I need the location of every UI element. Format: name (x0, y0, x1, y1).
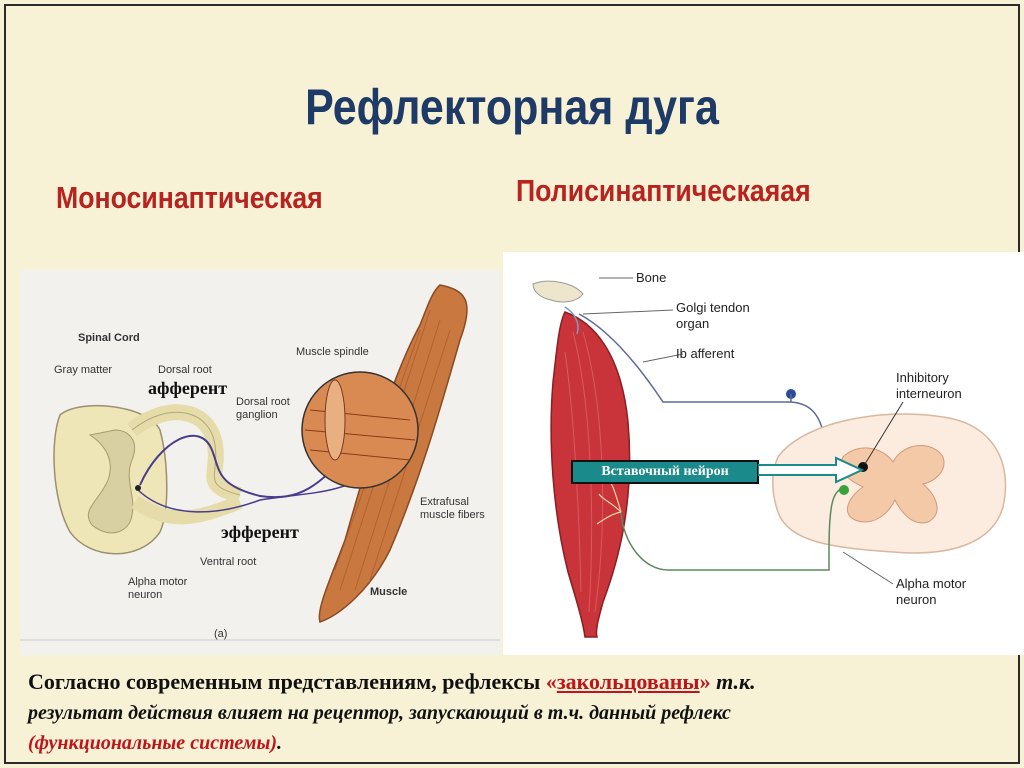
footer-line-3: (функциональные системы). (28, 728, 1003, 758)
spindle-magnifier (301, 371, 419, 489)
label-golgi-1: Golgi tendon (676, 300, 750, 315)
alpha-motor-efferent (620, 487, 844, 571)
polysynaptic-figure: Bone Golgi tendon organ Ib afferent Inhi… (503, 252, 1024, 655)
alpha-motor-soma (839, 485, 849, 495)
footer-line-2: результат действия влияет на рецептор, з… (28, 702, 731, 724)
label-dorsal-root: Dorsal root (158, 364, 212, 376)
footer-period: . (276, 732, 282, 754)
label-muscle-spindle: Muscle spindle (296, 346, 369, 358)
footer-quote-close: » (699, 669, 711, 694)
footer-keyword: закольцованы (556, 669, 700, 694)
interneuron-arrow (758, 456, 865, 484)
label-ib-afferent: Ib afferent (676, 346, 735, 361)
footer-quote-open: « (545, 669, 557, 694)
alpha-motor-soma (135, 485, 141, 491)
afferent-fiber (139, 434, 351, 499)
label-alpha-motor-1: Alpha motor (128, 576, 188, 588)
label-alpha-motor-2: neuron (896, 592, 937, 607)
footer-line-1-tail: т.к. (710, 669, 756, 694)
label-spinal-cord: Spinal Cord (78, 332, 140, 344)
subtitle-polysynaptic: Полисинаптическаяая (516, 173, 811, 208)
label-alpha-motor-1: Alpha motor (896, 576, 967, 591)
label-extrafusal-2: muscle fibers (420, 509, 485, 521)
muscle-spindle (324, 379, 346, 461)
subtitle-monosynaptic: Моносинаптическая (56, 180, 323, 215)
slide-title: Рефлекторная дуга (305, 79, 719, 135)
monosynaptic-illustration (20, 284, 500, 641)
monosynaptic-figure: Spinal Cord Gray matter Dorsal root Dors… (20, 270, 500, 655)
bone-shape (532, 280, 584, 303)
footer-line-1-text: Согласно современным представлениям, реф… (28, 669, 546, 694)
label-bone: Bone (636, 270, 667, 285)
label-muscle: Muscle (370, 586, 408, 598)
label-efferent: эфферент (221, 522, 299, 542)
footer-text: Согласно современным представлениям, реф… (28, 666, 1003, 758)
ventral-root (131, 495, 243, 525)
label-golgi-2: organ (676, 316, 710, 331)
interneuron-callout: Вставочный нейрон (571, 460, 759, 484)
footer-functional-systems: (функциональные системы) (28, 732, 277, 754)
label-panel-a: (a) (214, 628, 228, 640)
label-drg-1: Dorsal root (236, 396, 290, 408)
label-inhibitory-2: interneuron (896, 386, 962, 401)
label-extrafusal-1: Extrafusal (420, 496, 469, 508)
label-afferent: афферент (148, 378, 228, 398)
label-inhibitory-1: Inhibitory (896, 370, 949, 385)
label-drg-2: ganglion (236, 409, 278, 421)
gray-matter-shape (87, 429, 136, 534)
golgi-tendon-organ (564, 306, 579, 335)
label-alpha-motor-2: neuron (128, 589, 163, 601)
label-gray-matter: Gray matter (54, 364, 113, 376)
polysynaptic-illustration (532, 277, 1007, 638)
footer-line-1: Согласно современным представлениям, реф… (28, 666, 1003, 698)
label-ventral-root: Ventral root (200, 556, 257, 568)
